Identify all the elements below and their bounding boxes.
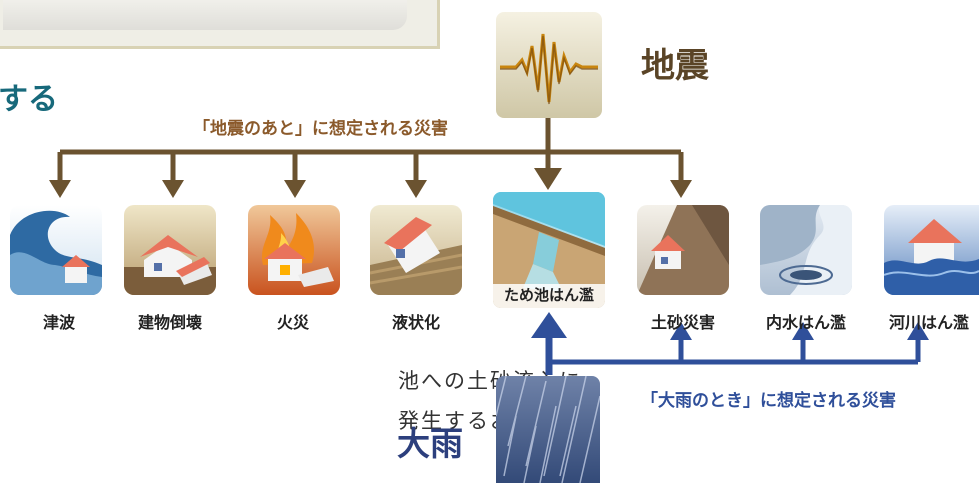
heavy-rain-tile [496, 376, 600, 483]
disaster-label-tsunami: 津波 [42, 313, 75, 332]
earthquake-arrows [49, 118, 692, 198]
river-flood-icon [884, 219, 979, 295]
disaster-tile-landslide [637, 205, 729, 295]
section-heading: する [0, 82, 58, 117]
disaster-tile-building-collapse [124, 205, 216, 295]
fire-icon [261, 213, 334, 287]
disaster-tile-liquefaction [370, 205, 462, 295]
earthquake-caption: 「地震のあと」に想定される災害 [193, 119, 448, 139]
disaster-label-inland-flood: 内水はん濫 [765, 313, 846, 332]
rain-icon [496, 376, 600, 483]
disaster-label-building-collapse: 建物倒壊 [137, 313, 202, 332]
inland-flood-icon [760, 205, 852, 295]
disaster-tile-inland-flood [760, 205, 852, 295]
disaster-tile-tsunami [10, 205, 102, 295]
disaster-label-fire: 火災 [276, 313, 309, 332]
liquefaction-icon [370, 217, 462, 295]
earthquake-label: 地震 [641, 46, 709, 86]
disaster-tile-river-flood [884, 205, 979, 295]
tsunami-icon [10, 210, 102, 295]
rain-arrows [531, 312, 929, 375]
disaster-label-river-flood: 河川はん濫 [888, 313, 969, 332]
top-text-box-inner [3, 0, 407, 30]
disaster-label-liquefaction: 液状化 [391, 313, 440, 332]
seismograph-icon [500, 33, 598, 105]
reservoir-flood-icon [493, 192, 605, 308]
disaster-label-landslide: 土砂災害 [650, 313, 715, 332]
top-text-box [0, 0, 440, 49]
disaster-tile-reservoir-flood: ため池はん濫 [493, 192, 605, 308]
disaster-label-reservoir-flood: ため池はん濫 [503, 286, 594, 304]
disaster-tile-fire [248, 205, 340, 295]
heavy-rain-caption: 「大雨のとき」に想定される災害 [641, 391, 896, 411]
landslide-icon [637, 205, 729, 295]
heavy-rain-label: 大雨 [397, 424, 463, 463]
earthquake-tile [496, 12, 602, 118]
building-collapse-icon [124, 235, 216, 295]
